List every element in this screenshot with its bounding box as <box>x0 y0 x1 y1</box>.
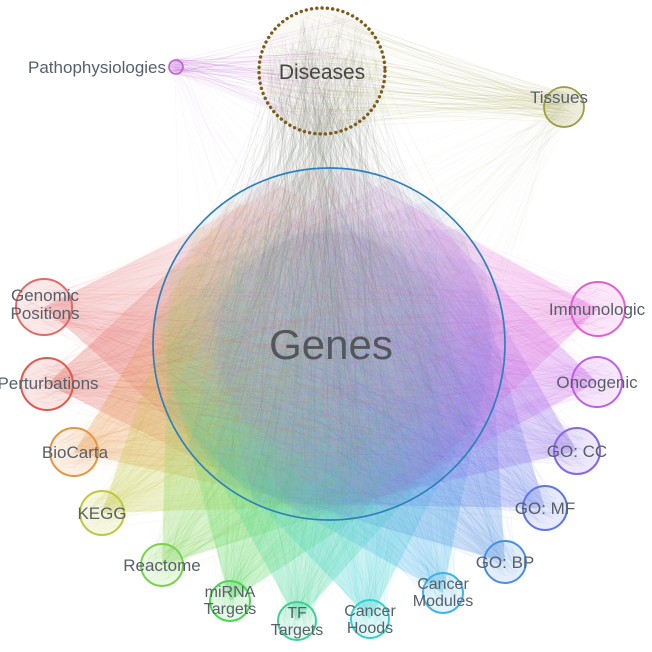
node-kegg[interactable] <box>79 490 125 536</box>
label-go-mf: GO: MF <box>515 499 575 518</box>
edge-bundle-go-mf-genes <box>171 199 563 524</box>
edge-bundle-biocarta-genes <box>56 197 485 494</box>
edge-fan-immunologic <box>154 168 598 510</box>
edge-bundle-cancer-modules-genes <box>177 180 496 609</box>
node-genes[interactable] <box>152 167 506 521</box>
edge-bundle-mirna-targets-genes <box>161 176 475 617</box>
edge-bundle-immunologic-genes <box>160 182 618 493</box>
label-diseases: Diseases <box>279 61 365 84</box>
node-perturbations[interactable] <box>20 357 74 411</box>
node-genomic-positions[interactable] <box>15 278 73 336</box>
node-reactome[interactable] <box>140 543 184 587</box>
layer-labels: Genes Diseases PathophysiologiesTissuesGen… <box>0 58 646 639</box>
label-genes: Genes <box>269 321 393 368</box>
label-go-bp: GO: BP <box>476 553 535 572</box>
label-reactome: Reactome <box>123 556 200 575</box>
edge-bundle-pathophysiologies-genes-extra <box>167 58 463 483</box>
edge-bundle-oncogenic-genes <box>158 188 616 513</box>
edge-bundle-go-cc-genes <box>159 180 595 506</box>
edge-bundle-perturbations-genes <box>27 175 477 506</box>
node-pathophysiologies[interactable] <box>168 59 184 75</box>
node-go-mf[interactable] <box>522 485 568 531</box>
edge-bundle-tissues-genes-extra <box>164 91 579 506</box>
edge-bundle-tf-targets-genes <box>167 177 481 635</box>
edge-bundle-go-bp-genes <box>161 181 522 577</box>
label-perturbations: Perturbations <box>0 374 99 393</box>
node-diseases[interactable] <box>257 6 387 136</box>
node-oncogenic[interactable] <box>571 356 623 408</box>
node-go-bp[interactable] <box>483 540 527 584</box>
node-biocarta[interactable] <box>49 427 99 477</box>
edge-bundle-pathophysiologies-diseases <box>167 18 375 127</box>
edge-bundle-cancer-hoods-genes <box>161 182 495 633</box>
node-cancer-hoods[interactable] <box>350 599 390 639</box>
node-tissues[interactable] <box>543 86 585 128</box>
label-kegg: KEGG <box>77 504 126 523</box>
edge-bundle-tissues-diseases <box>264 12 577 129</box>
label-oncogenic: Oncogenic <box>556 373 638 392</box>
edge-bundle-reactome-genes <box>145 176 480 582</box>
label-tissues: Tissues <box>530 88 588 107</box>
node-go-cc[interactable] <box>553 427 601 475</box>
label-go-cc: GO: CC <box>547 442 607 461</box>
node-immunologic[interactable] <box>570 281 626 337</box>
label-biocarta: BioCarta <box>42 443 109 462</box>
node-cancer-modules[interactable] <box>422 572 464 614</box>
edge-bundle-genomic-positions-genes <box>23 193 496 506</box>
node-tf-targets[interactable] <box>277 601 317 641</box>
edge-bundle-kegg-genes <box>85 176 489 530</box>
layer-fans <box>44 168 598 621</box>
layer-nodes <box>15 6 626 641</box>
node-mirna-targets[interactable] <box>209 580 251 622</box>
label-pathophysiologies: Pathophysiologies <box>28 58 166 77</box>
layer-edges <box>23 12 618 635</box>
edge-bundle-diseases-genes <box>158 13 499 515</box>
label-immunologic: Immunologic <box>549 300 646 319</box>
